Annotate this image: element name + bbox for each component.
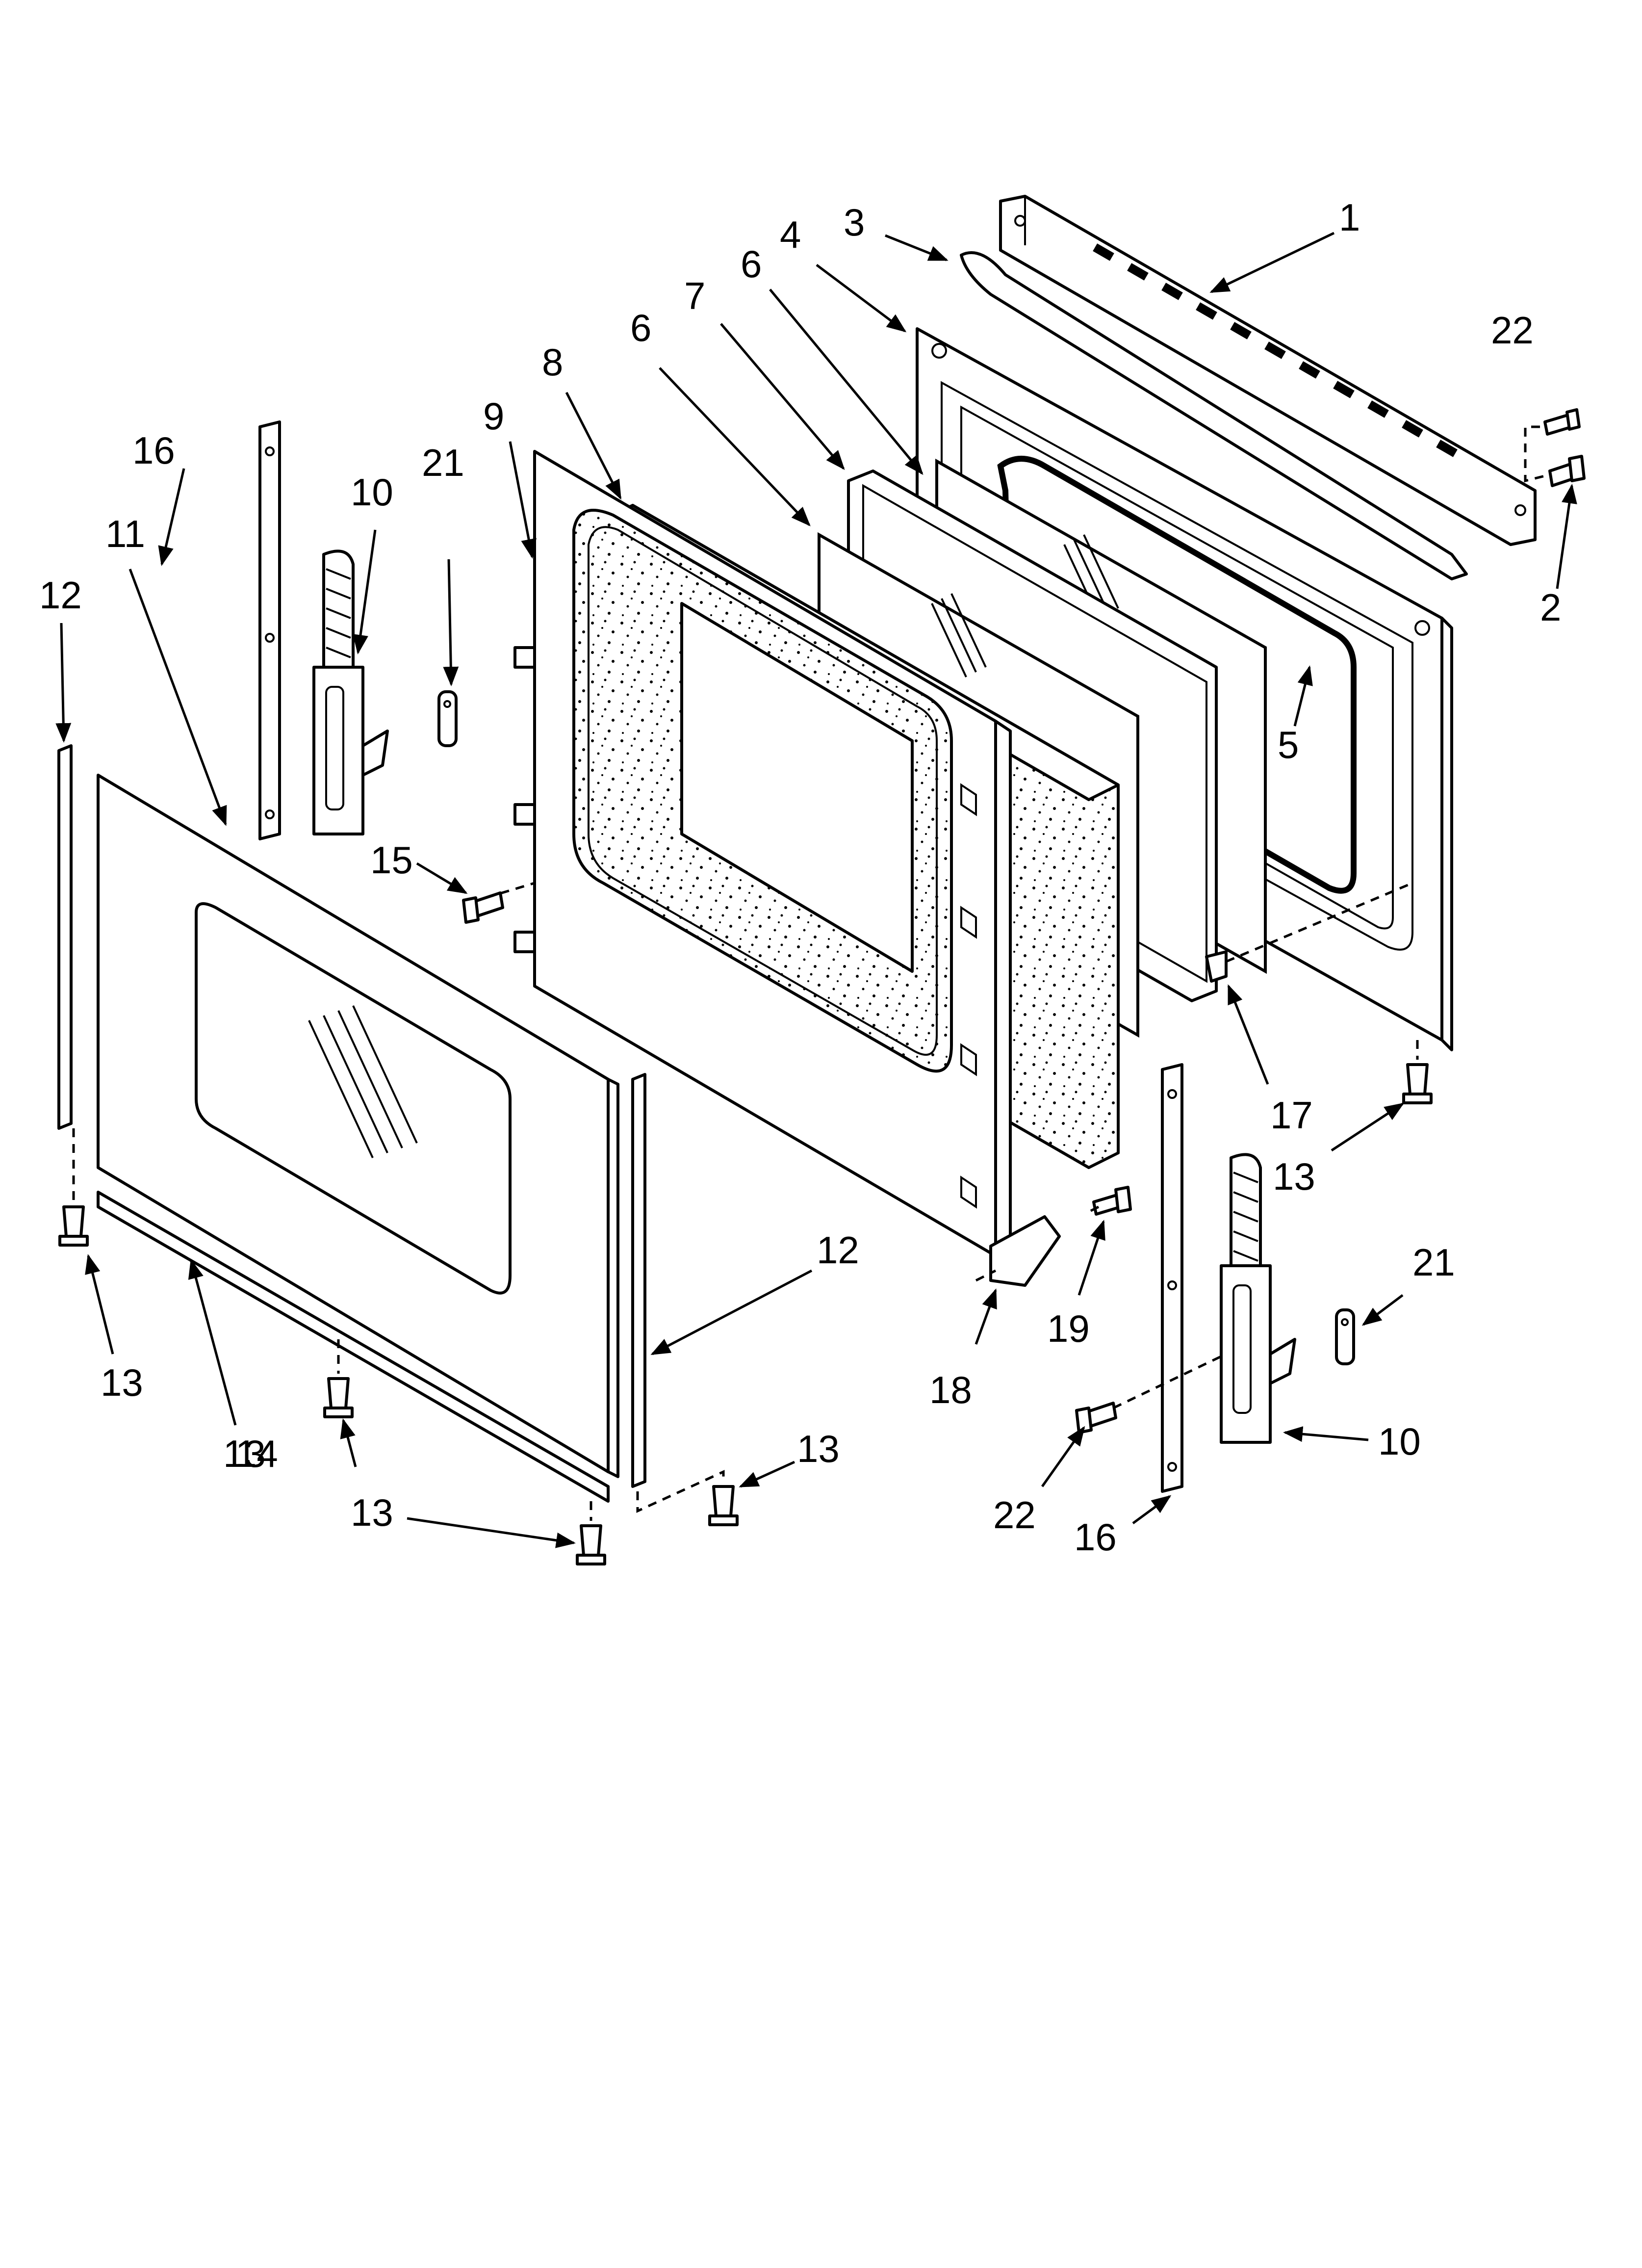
hinge-clip-part-21-right [1335,1308,1355,1365]
hinge-clip-part-21-left [437,690,458,747]
callout-7: 7 [684,274,705,317]
callout-12-right: 12 [817,1228,859,1272]
side-trim-part-12-left [57,744,73,1130]
callout-21-right: 21 [1412,1241,1455,1284]
callout-12-left: 12 [39,574,82,617]
screw-part-19 [1092,1186,1132,1216]
callout-22-upper: 22 [1491,309,1534,352]
callout-16-left: 16 [132,429,175,472]
screw-part-2 [1548,455,1586,487]
hinge-receiver-part-16-right [1161,1063,1183,1493]
leader-lines [55,232,1577,1548]
callout-13-right-trim: 13 [797,1427,840,1470]
screw-part-22-lower [1075,1402,1117,1434]
callout-17: 17 [1270,1094,1313,1137]
assembly-lines [72,425,1545,1521]
screw-part-13-a [58,1205,89,1247]
screw-part-22-upper [1543,408,1581,436]
callout-15: 15 [370,838,413,882]
callout-6-lower: 6 [630,306,651,349]
hinge-receiver-part-16-left [258,420,281,840]
callout-13-left-bottom: 13 [101,1361,143,1404]
callout-19: 19 [1047,1307,1090,1350]
screw-part-13-b [323,1377,354,1418]
callout-18: 18 [929,1368,972,1411]
screw-part-13-c [576,1524,606,1565]
vent-trim-part-1 [999,195,1537,546]
callout-9: 9 [483,394,504,438]
door-hinge-part-10-right [1220,1153,1296,1444]
bottom-trim-part-14 [97,1191,610,1503]
callout-13-right-panel: 13 [1273,1155,1315,1198]
door-liner-part-9 [513,450,1012,1267]
callout-labels: 1 2 3 4 5 6 6 7 8 9 10 10 11 12 12 13 13… [39,196,1561,1559]
callout-4: 4 [780,213,801,256]
callout-3: 3 [844,201,865,244]
screw-part-13-e [1402,1063,1433,1104]
callout-10-left: 10 [351,470,393,514]
callout-8: 8 [542,340,563,384]
callout-11: 11 [105,512,145,555]
bracket-part-17 [1205,950,1228,983]
side-trim-part-12-right [631,1073,646,1488]
callout-13-bottom-mid: 13 [223,1432,266,1475]
callout-1: 1 [1339,196,1360,239]
hinge-bracket-part-18 [989,1215,1061,1287]
callout-6-upper: 6 [741,242,762,286]
screw-part-13-d [708,1485,739,1526]
trim-strip-part-3 [960,251,1468,580]
callout-21-left: 21 [422,441,464,484]
door-hinge-part-10-left [312,549,389,835]
callout-5: 5 [1278,723,1299,766]
outer-door-panel-part-11 [97,774,619,1478]
callout-13-center: 13 [351,1491,393,1534]
callout-14: 14 [235,1432,278,1475]
callout-2: 2 [1540,586,1561,629]
callout-22-lower: 22 [993,1493,1036,1537]
screw-part-15 [462,891,504,924]
callout-16-right: 16 [1074,1515,1117,1559]
callout-10-right: 10 [1378,1420,1421,1463]
